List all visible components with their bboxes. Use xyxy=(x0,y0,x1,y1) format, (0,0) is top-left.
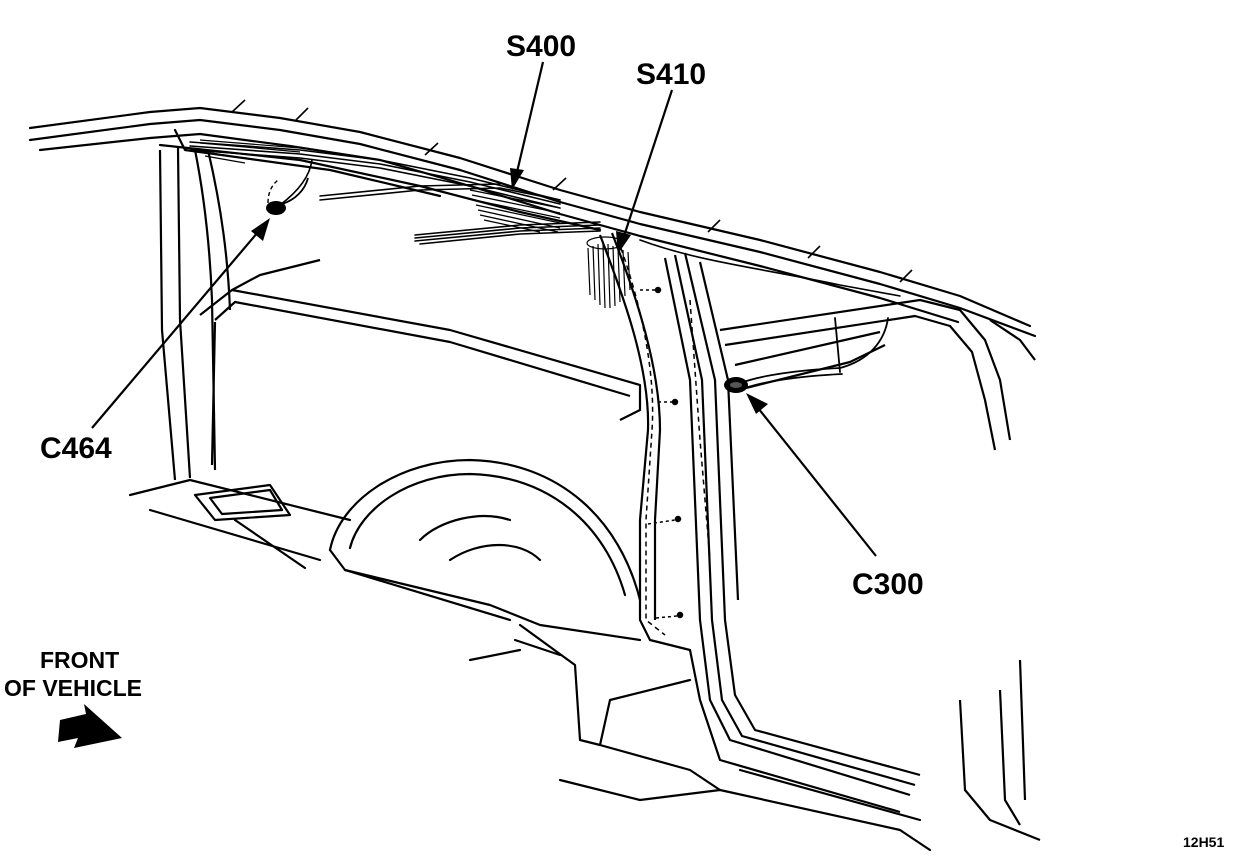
pillar-clips xyxy=(640,286,684,619)
leader-s400 xyxy=(510,61,545,190)
callout-c464: C464 xyxy=(40,432,112,465)
front-harness-hatch xyxy=(199,139,301,164)
front-pillar xyxy=(158,147,232,481)
leader-c300 xyxy=(746,393,877,557)
pillar-harness xyxy=(617,239,711,636)
center-pillar xyxy=(598,232,921,814)
direction-label-line2: OF VEHICLE xyxy=(4,675,142,701)
connector-c464 xyxy=(266,177,309,215)
connector-c300 xyxy=(724,377,748,393)
callout-s400: S400 xyxy=(506,30,576,63)
floor-and-wheel-well xyxy=(128,458,932,852)
leader-c464 xyxy=(91,218,270,429)
roof-harness xyxy=(189,141,901,297)
direction-label-line1: FRONT xyxy=(40,647,119,673)
leader-s410 xyxy=(616,89,674,254)
splice-s400-hatch xyxy=(469,189,561,233)
side-panel xyxy=(199,258,642,466)
callout-s410: S410 xyxy=(636,58,706,91)
rear-harness xyxy=(737,317,889,391)
figure-code: 12H51 xyxy=(1183,834,1224,850)
roof-tick-marks xyxy=(231,99,913,283)
front-direction-arrow-icon xyxy=(58,704,122,748)
rear-opening xyxy=(719,298,1041,842)
callout-c300: C300 xyxy=(852,568,924,601)
